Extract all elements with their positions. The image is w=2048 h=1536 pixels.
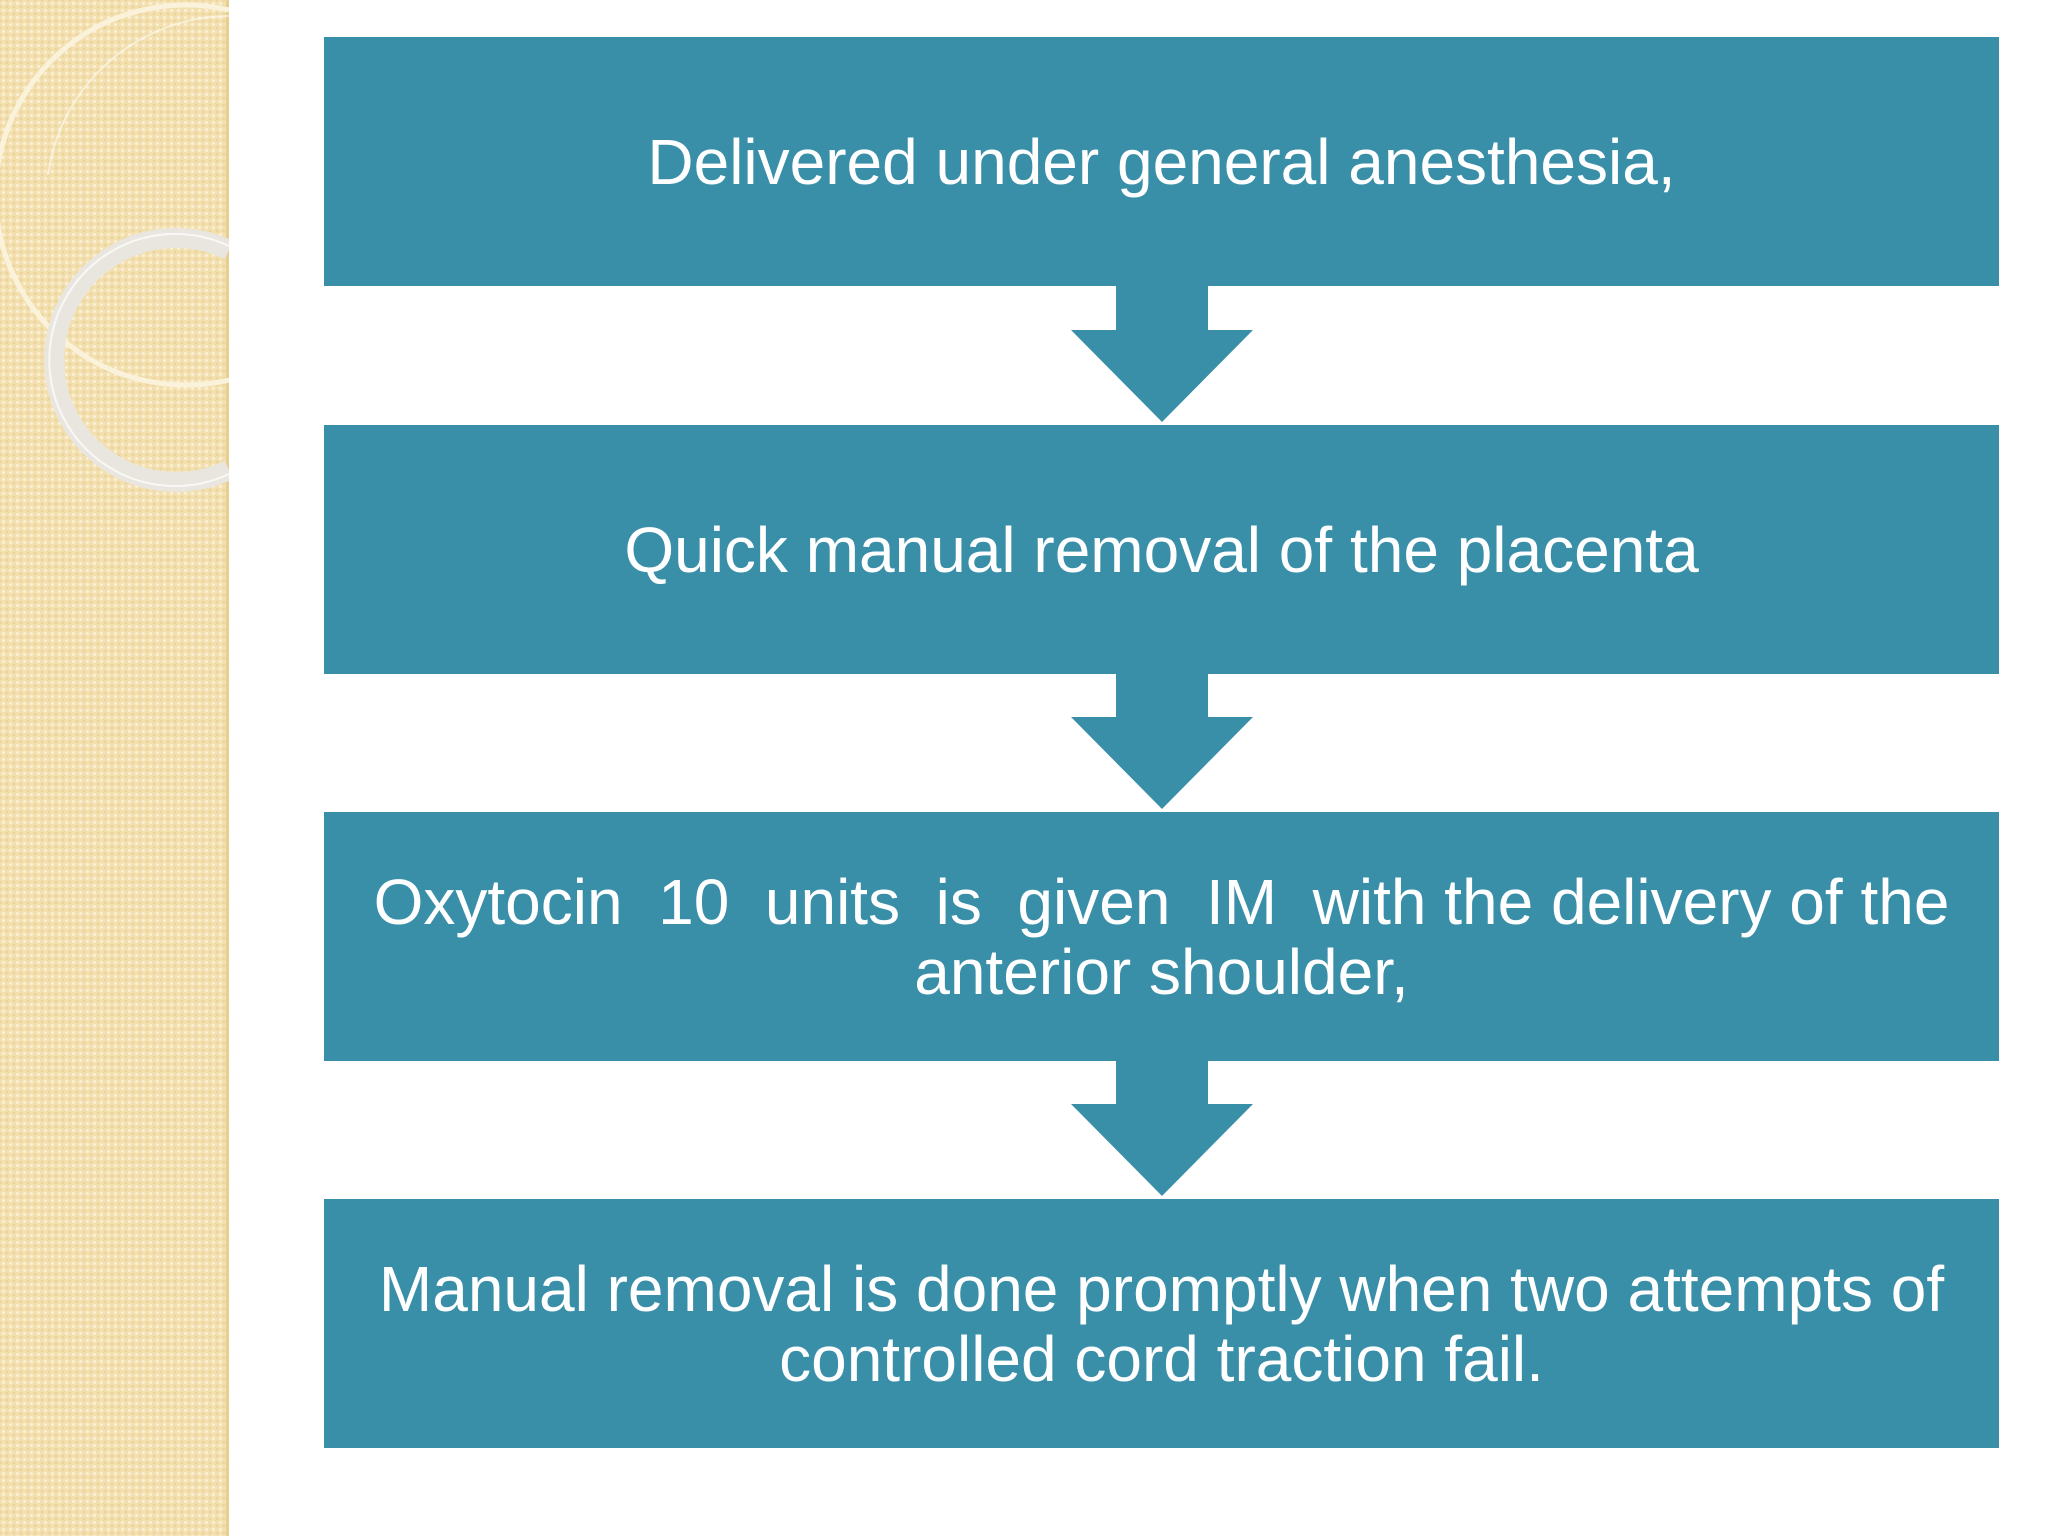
down-arrow-icon <box>1071 286 1253 422</box>
flow-step-2: Quick manual removal of the placenta <box>324 425 1999 674</box>
flow-step-4-text: Manual removal is done promptly when two… <box>378 1252 1962 1395</box>
flow-step-3-text: Oxytocin 10 units is given IM with the d… <box>373 865 1968 1008</box>
flow-step-4: Manual removal is done promptly when two… <box>324 1199 1999 1448</box>
down-arrow-icon <box>1071 1060 1253 1196</box>
flow-step-3: Oxytocin 10 units is given IM with the d… <box>324 812 1999 1061</box>
decorative-ring-small-highlight <box>48 233 229 487</box>
decorative-ring-large-shade <box>47 15 229 176</box>
decorative-rings <box>0 2 229 492</box>
down-arrow-icon <box>1071 673 1253 809</box>
flow-step-1-text: Delivered under general anesthesia, <box>647 125 1676 198</box>
side-strip-edge <box>226 0 229 1536</box>
decorative-ring-small <box>44 228 229 492</box>
flow-step-2-text: Quick manual removal of the placenta <box>624 513 1699 586</box>
flow-step-1: Delivered under general anesthesia, <box>324 37 1999 286</box>
decorative-ring-large <box>0 2 229 388</box>
